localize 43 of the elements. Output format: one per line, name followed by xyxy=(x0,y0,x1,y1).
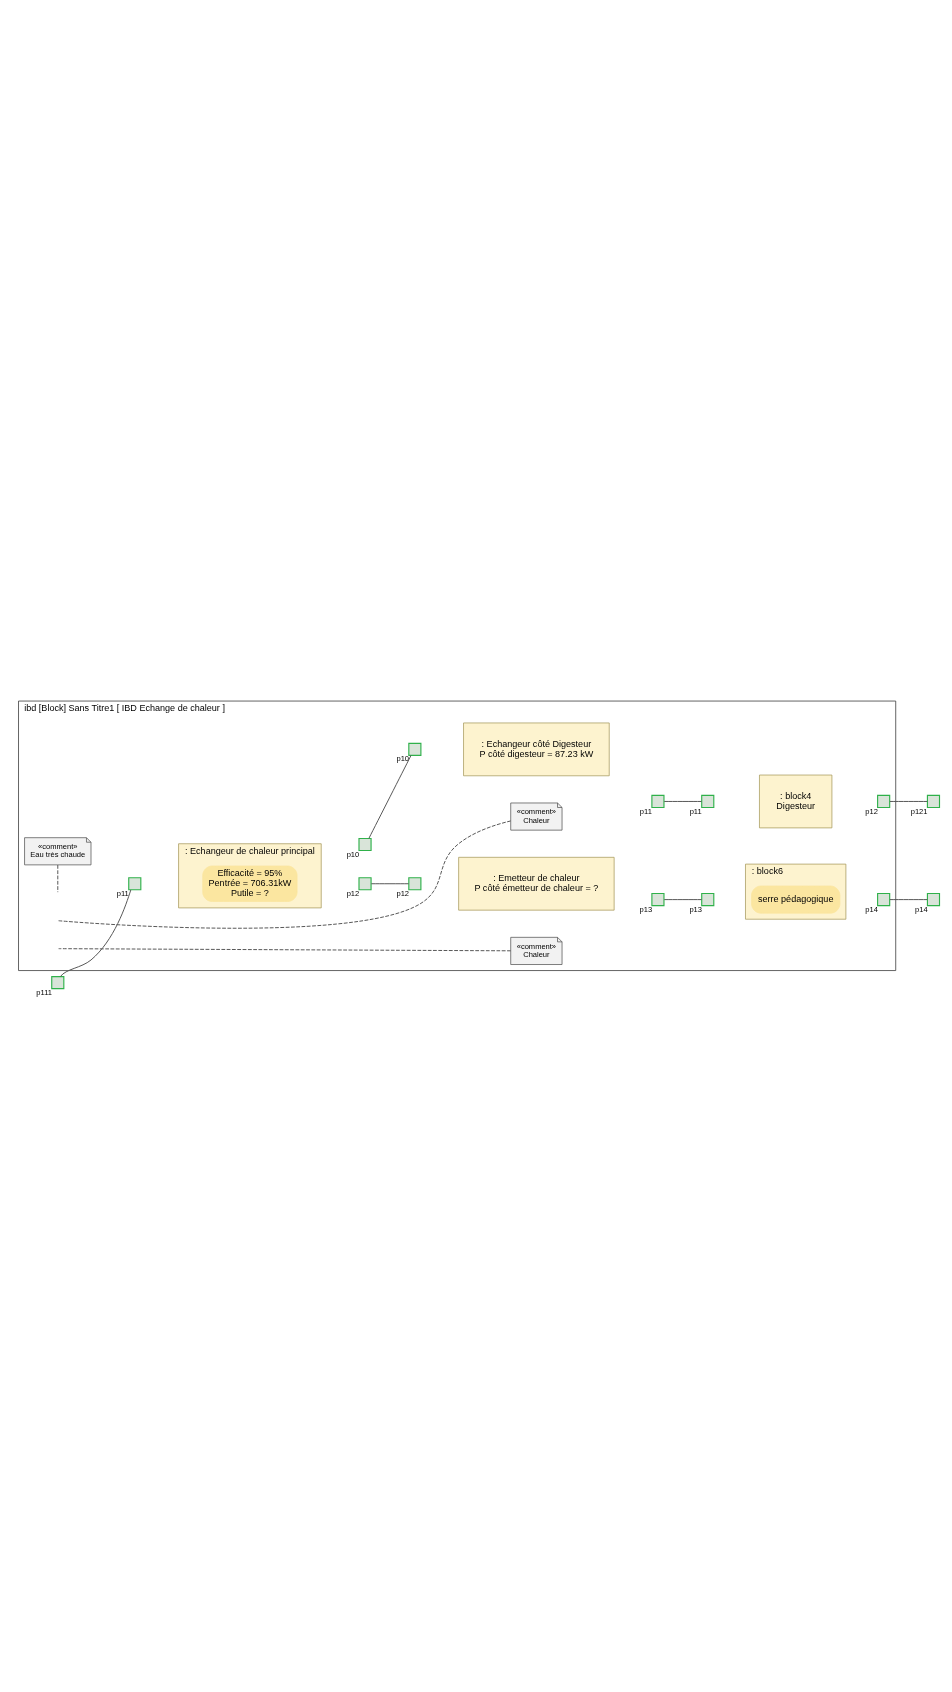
connector xyxy=(370,883,410,885)
node-box: : block4 Digesteur xyxy=(759,774,833,829)
node-label: p14 xyxy=(915,904,928,914)
node-box: : Emetteur de chaleur P côté émetteur de chaleur = ? xyxy=(458,856,615,911)
node-box xyxy=(51,976,65,990)
node-label: p10 xyxy=(396,754,410,764)
node-label: p10 xyxy=(346,849,360,859)
node-box xyxy=(877,893,891,907)
node-label: p11 xyxy=(689,806,702,816)
connector xyxy=(663,800,702,802)
node-label: p12 xyxy=(396,888,410,898)
node-box xyxy=(701,794,715,809)
node-box xyxy=(926,794,941,809)
node-box xyxy=(128,877,142,891)
node-label: p12 xyxy=(346,888,360,898)
node-label: p14 xyxy=(865,904,878,914)
node-box xyxy=(926,893,941,907)
connector xyxy=(59,889,132,978)
node-label: p11 xyxy=(116,888,129,898)
node-box xyxy=(408,877,422,891)
connector xyxy=(57,864,59,893)
node-box xyxy=(651,893,665,907)
node-box xyxy=(358,877,372,891)
node-label: p11 xyxy=(639,806,652,816)
node-box xyxy=(651,794,665,809)
node-box xyxy=(358,837,372,852)
node-box: Efficacité = 95% Pentrée = 706.31kW Putile = ? xyxy=(202,865,298,902)
node-label: p121 xyxy=(910,806,928,816)
connector xyxy=(663,899,702,901)
node-box xyxy=(877,794,891,809)
connector xyxy=(889,800,928,802)
node-box: serre pédagogique xyxy=(751,885,841,914)
connector xyxy=(889,899,928,901)
node-label: p13 xyxy=(689,904,702,914)
node-box xyxy=(701,893,715,907)
connector xyxy=(368,755,412,839)
node-label: p12 xyxy=(865,806,878,816)
node-label: p13 xyxy=(639,904,653,914)
connector xyxy=(58,820,512,929)
node-label: p111 xyxy=(36,987,53,997)
node-box: : Echangeur côté Digesteur P côté digesteur = 87.23 kW xyxy=(463,722,610,777)
node-box xyxy=(408,742,422,756)
connector xyxy=(58,948,512,952)
